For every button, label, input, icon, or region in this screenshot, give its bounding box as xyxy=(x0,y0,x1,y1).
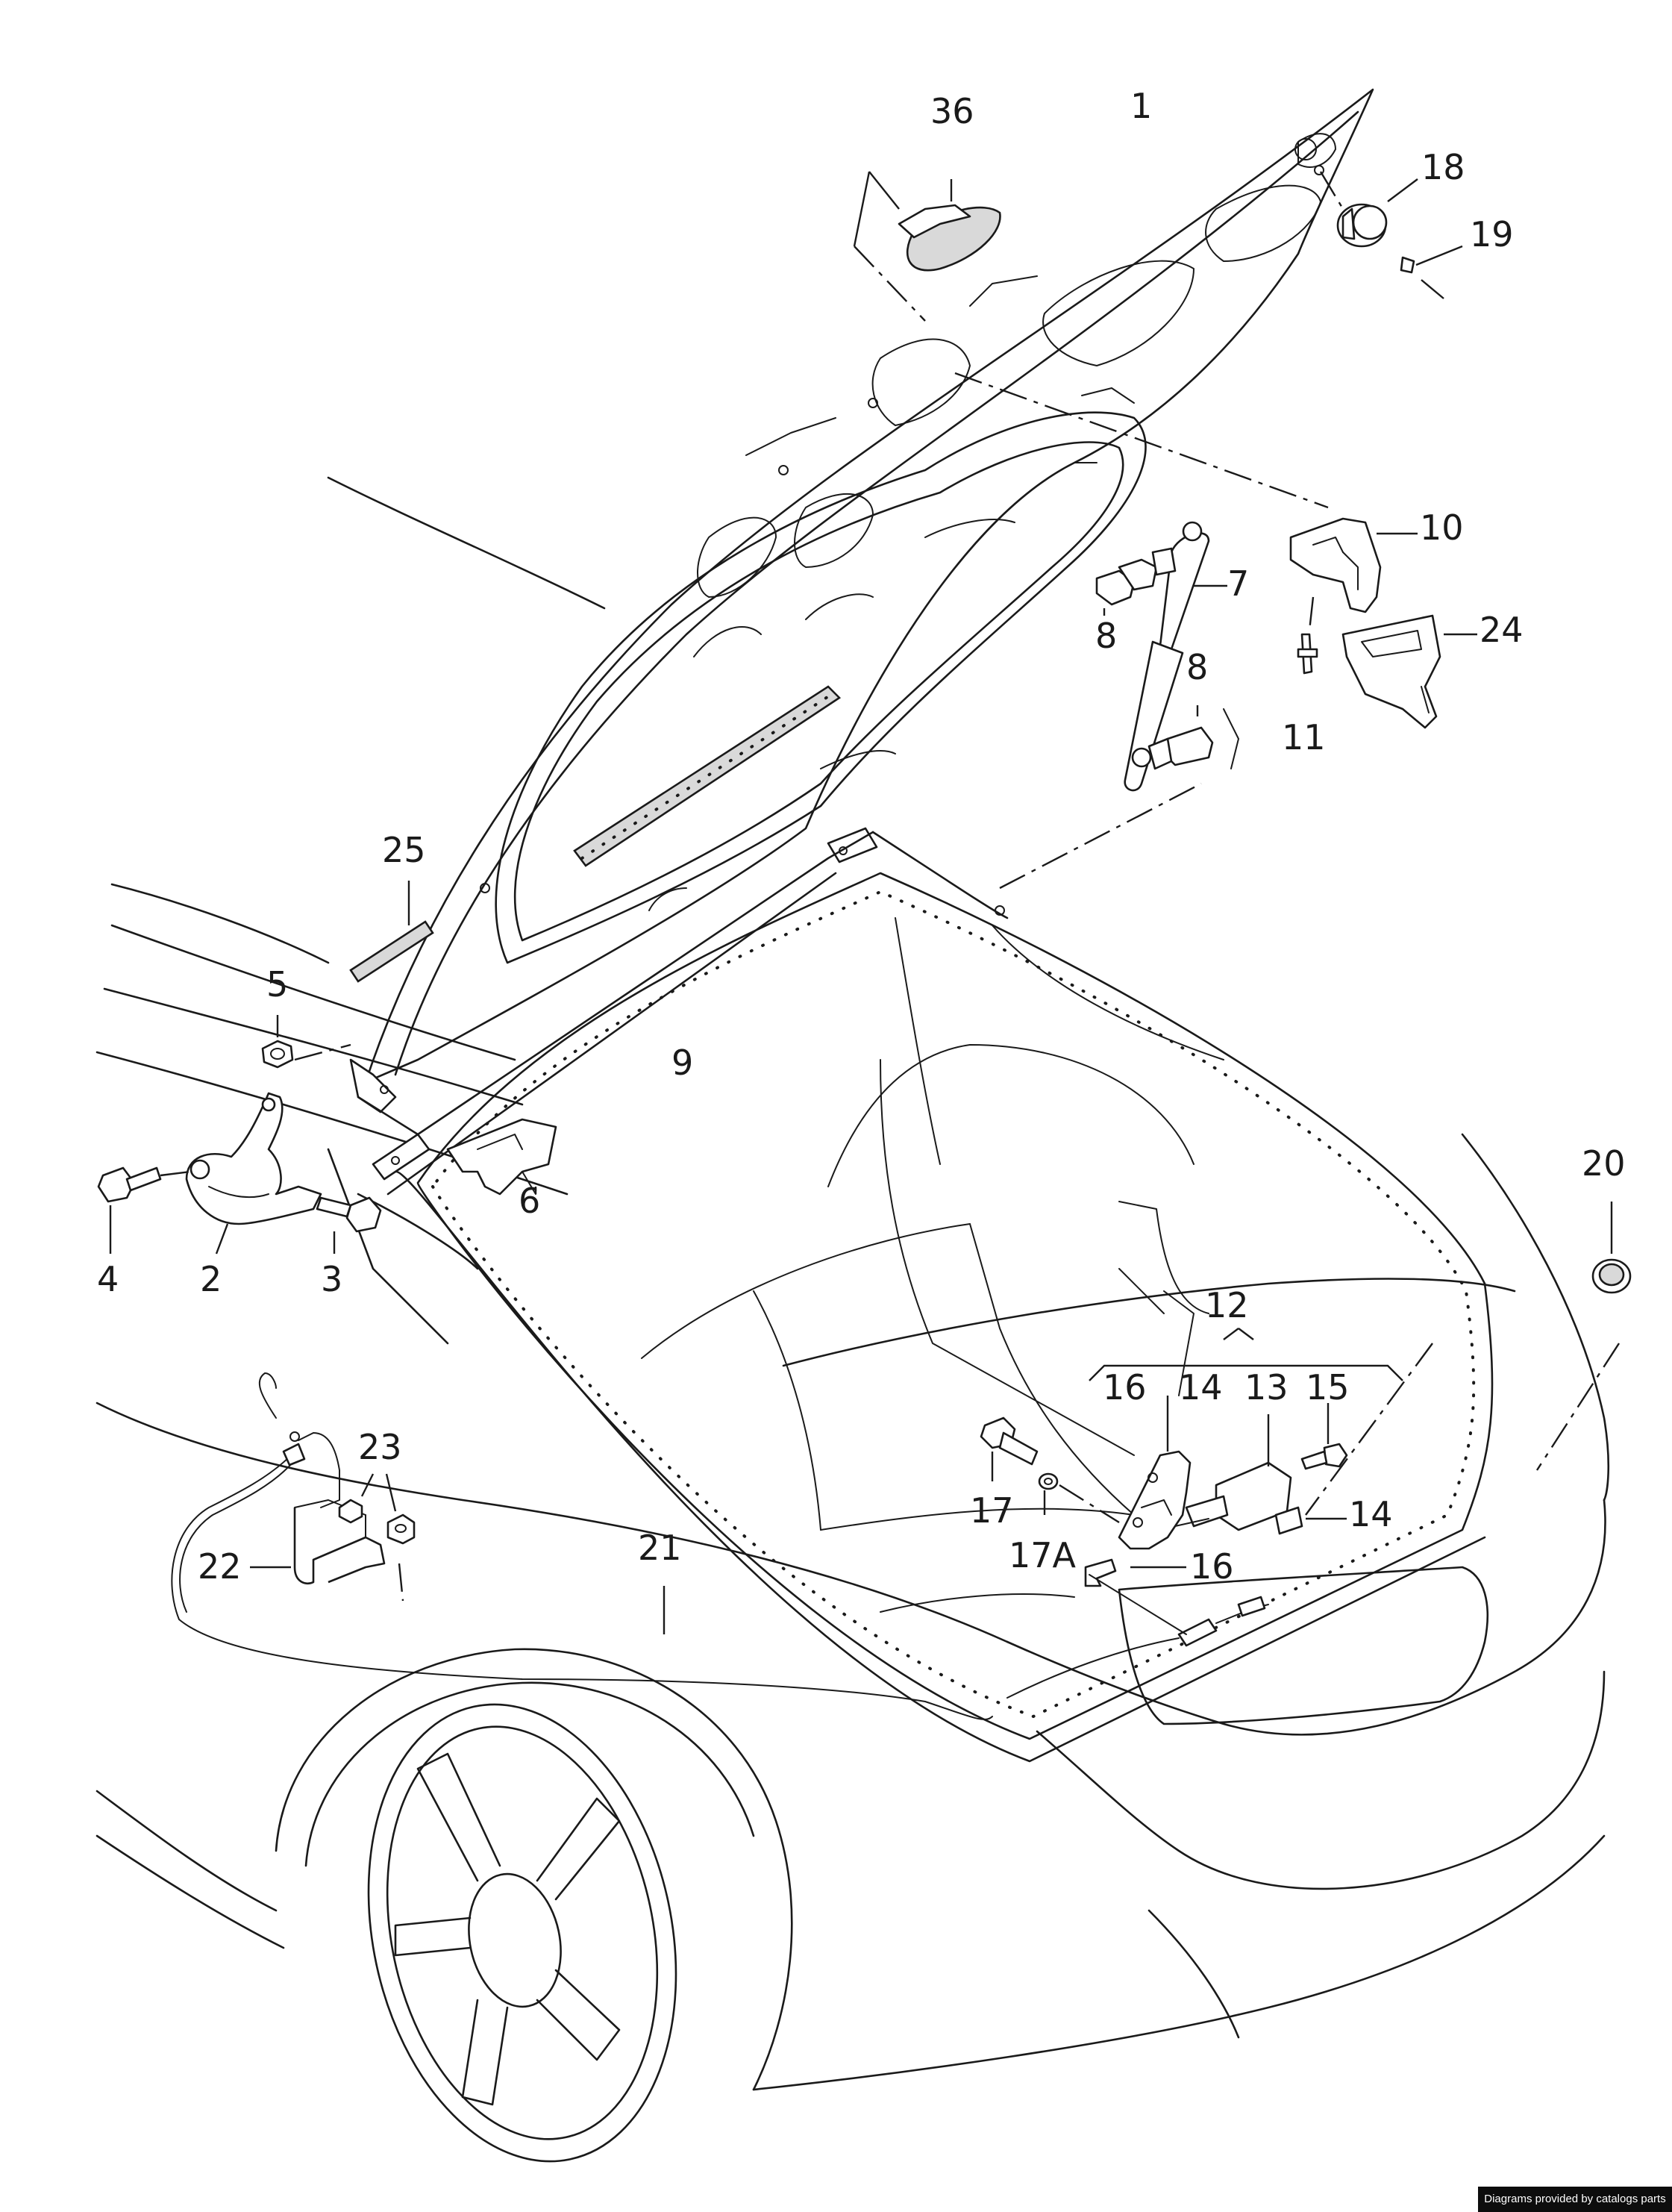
label-part-17a: 17A xyxy=(1009,1535,1077,1575)
label-part-3: 3 xyxy=(321,1259,342,1299)
label-part-36: 36 xyxy=(930,91,974,131)
part-25-strip xyxy=(349,881,434,983)
part-17a-washer xyxy=(1038,1472,1120,1524)
label-part-11: 11 xyxy=(1282,717,1326,757)
part-5-nut xyxy=(261,1015,351,1069)
rear-wheel xyxy=(367,1703,677,2163)
part-labels: 36 1 18 19 10 7 8 24 8 11 25 5 9 6 20 4 … xyxy=(97,86,1626,1587)
part-17-bolt xyxy=(980,1416,1039,1481)
leader-connectors xyxy=(999,782,1621,1516)
label-part-24: 24 xyxy=(1480,610,1524,650)
label-part-19: 19 xyxy=(1470,214,1514,254)
part-24-cover xyxy=(1341,614,1477,729)
part-6-bracket xyxy=(446,1118,557,1196)
part-23-nuts xyxy=(338,1473,416,1545)
label-part-1: 1 xyxy=(1130,86,1152,126)
label-part-21: 21 xyxy=(638,1528,682,1568)
label-part-9: 9 xyxy=(671,1043,693,1083)
label-part-14-lower: 14 xyxy=(1349,1494,1393,1534)
label-part-17: 17 xyxy=(970,1490,1014,1531)
label-part-23: 23 xyxy=(358,1427,402,1467)
label-part-7: 7 xyxy=(1227,563,1249,604)
trunk-seal xyxy=(394,872,1494,1763)
part-18-buffer xyxy=(1319,171,1463,299)
part-3-bolt xyxy=(316,1196,382,1254)
label-part-25: 25 xyxy=(382,830,426,870)
part-16-latch xyxy=(1084,1396,1192,1587)
part-12-lock-assembly xyxy=(1089,1328,1403,1381)
credit-footer: Diagrams provided by catalogs parts xyxy=(1478,2187,1672,2212)
part-4-bolt xyxy=(97,1166,191,1254)
label-part-2: 2 xyxy=(200,1259,222,1299)
part-8-ball-stud-upper xyxy=(1095,547,1177,616)
label-part-16-lower: 16 xyxy=(1190,1546,1234,1587)
part-21-release-cable xyxy=(171,1372,993,1720)
label-part-16-upper: 16 xyxy=(1103,1367,1147,1408)
trunk-lid xyxy=(349,88,1374,1196)
part-15-screw xyxy=(1300,1403,1348,1470)
label-part-13: 13 xyxy=(1244,1367,1289,1408)
part-20-plug xyxy=(1591,1202,1632,1294)
label-part-8-upper: 8 xyxy=(1095,616,1117,656)
label-part-8-lower: 8 xyxy=(1186,647,1208,687)
car-body xyxy=(96,476,1610,2091)
label-part-15: 15 xyxy=(1306,1367,1350,1408)
part-13-lock-motor xyxy=(1174,1414,1292,1531)
part-8-ball-stud-lower xyxy=(1131,705,1239,770)
label-part-10: 10 xyxy=(1420,507,1464,548)
label-part-4: 4 xyxy=(97,1259,119,1299)
trunk-interior xyxy=(641,917,1224,1613)
label-part-14-upper: 14 xyxy=(1179,1367,1223,1408)
label-part-18: 18 xyxy=(1421,147,1465,187)
part-22-cable-bracket xyxy=(250,1499,404,1602)
label-part-20: 20 xyxy=(1582,1143,1626,1184)
label-part-12: 12 xyxy=(1205,1285,1249,1325)
latch-cable xyxy=(1006,1574,1269,1699)
part-36-cap xyxy=(853,171,1001,322)
label-part-5: 5 xyxy=(266,964,288,1005)
part-10-bracket xyxy=(954,372,1418,675)
part-2-hinge xyxy=(185,1092,322,1255)
label-part-22: 22 xyxy=(198,1546,242,1587)
part-14-connector xyxy=(1274,1506,1347,1535)
label-part-6: 6 xyxy=(519,1181,540,1221)
